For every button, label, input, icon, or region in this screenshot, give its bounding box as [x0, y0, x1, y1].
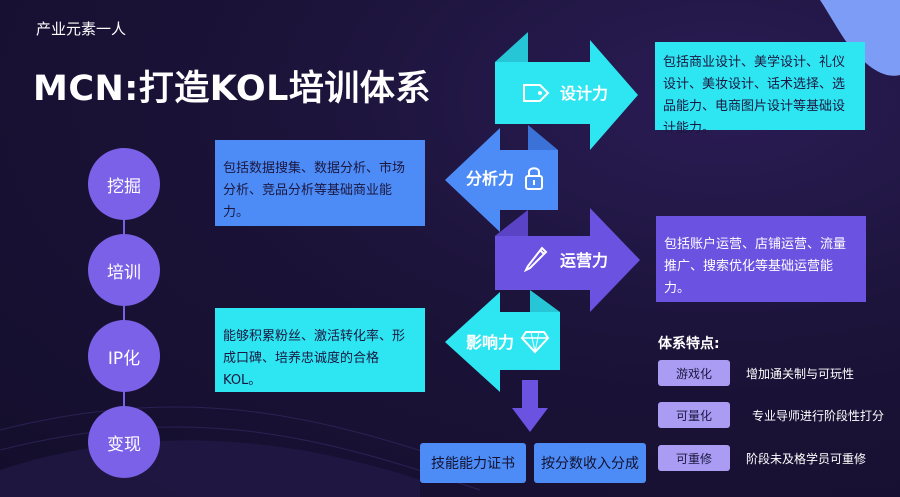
pen-icon: [523, 246, 548, 273]
stage-circle-2: 培训: [88, 234, 160, 306]
outcome-certificate: 技能能力证书: [420, 443, 526, 483]
feature-text-gamified: 增加通关制与可玩性: [746, 367, 855, 381]
feature-tag-gamified: 游戏化: [658, 360, 730, 386]
feature-text-retakeable: 阶段未及格学员可重修: [746, 452, 867, 466]
feature-text-quantifiable: 专业导师进行阶段性打分: [752, 409, 885, 423]
diamond-icon: [520, 331, 550, 354]
stage-circle-3: IP化: [88, 320, 160, 392]
desc-analysis: 包括数据搜集、数据分析、市场分析、竞品分析等基础商业能力。: [215, 140, 425, 226]
stage-circle-1: 挖掘: [88, 148, 160, 220]
skill-arrow-influence: 影响力: [445, 290, 560, 392]
desc-operation: 包括账户运营、店铺运营、流量推广、搜索优化等基础运营能力。: [656, 216, 866, 302]
skill-label-influence: 影响力: [466, 333, 514, 352]
skill-label-design: 设计力: [560, 84, 608, 103]
features-title: 体系特点:: [658, 336, 720, 352]
desc-design: 包括商业设计、美学设计、礼仪设计、美妆设计、话术选择、选品能力、电商图片设计等基…: [655, 42, 865, 136]
skill-label-analysis: 分析力: [466, 169, 514, 188]
skill-arrow-operation: 运营力: [495, 208, 640, 312]
feature-tag-retakeable: 可重修: [658, 445, 730, 471]
lock-icon: [525, 167, 543, 190]
stage-connector-line: [123, 185, 125, 445]
tag-icon: [523, 84, 550, 102]
desc-influence: 能够积累粉丝、激活转化率、形成口碑、培养忠诚度的合格KOL。: [215, 308, 425, 392]
stage-circle-4: 变现: [88, 406, 160, 478]
header-topline: 产业元素一人: [36, 20, 127, 38]
skill-arrow-design: 设计力: [495, 32, 638, 150]
page-title: MCN:打造KOL培训体系: [33, 69, 431, 109]
outcome-revenue-share: 按分数收入分成: [534, 443, 646, 483]
skill-label-operation: 运营力: [560, 251, 608, 270]
skill-arrow-analysis: 分析力: [445, 125, 558, 232]
feature-tag-quantifiable: 可量化: [658, 402, 730, 428]
down-arrow-icon: [512, 380, 548, 432]
